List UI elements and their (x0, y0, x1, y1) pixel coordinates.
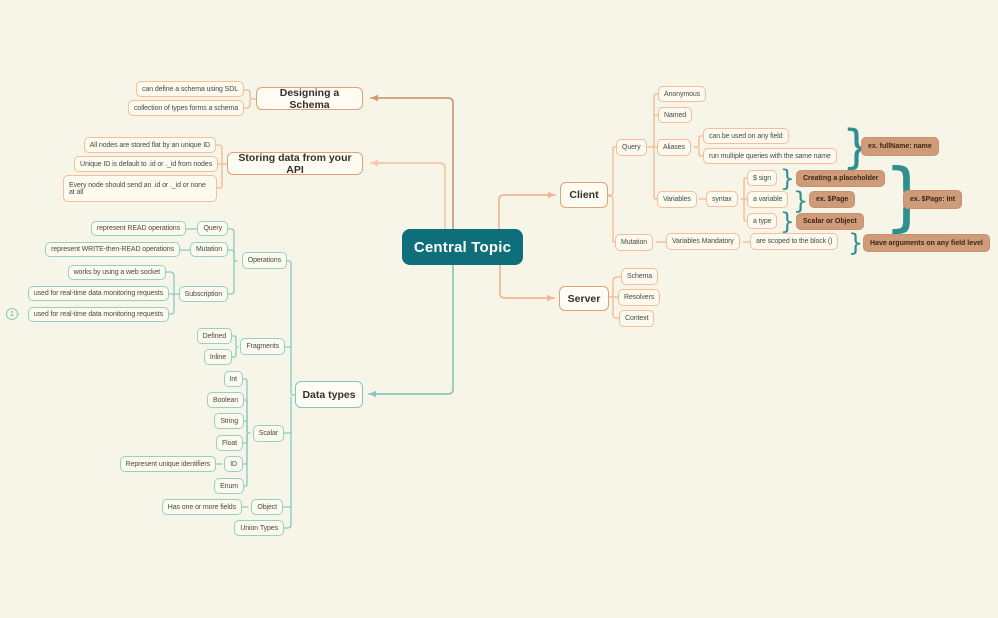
node-creating-placeholder[interactable]: Creating a placeholder (796, 170, 886, 187)
node-union-types[interactable]: Union Types (234, 520, 284, 536)
node-run-multiple-queries[interactable]: run multiple queries with the same name (703, 148, 837, 164)
arrowhead-icon (548, 191, 555, 199)
priority-badge[interactable]: 1 (6, 308, 18, 320)
node-represent-unique-ids[interactable]: Represent unique identifiers (119, 456, 216, 472)
node-variables[interactable]: Variables (657, 191, 697, 208)
node-dollar-sign[interactable]: $ sign (747, 170, 778, 186)
node-query-left[interactable]: Query (197, 221, 228, 236)
node-has-one-or-more-fields[interactable]: Has one or more fields (161, 499, 242, 515)
node-scalar[interactable]: Scalar (252, 425, 284, 442)
connector (168, 294, 175, 315)
node-string[interactable]: String (214, 413, 244, 429)
node-aliases[interactable]: Aliases (657, 139, 691, 156)
connector (607, 276, 622, 298)
connector (286, 260, 296, 396)
node-ex-page[interactable]: ex. $Page (809, 191, 856, 208)
node-server[interactable]: Server (559, 286, 609, 311)
connector (243, 99, 251, 109)
connector (227, 261, 235, 295)
brace-icon: } (793, 187, 809, 215)
node-anonymous[interactable]: Anonymous (658, 86, 707, 102)
connector (283, 396, 292, 529)
connector (370, 162, 446, 230)
node-ex-page-int[interactable]: ex. $Page: Int (903, 190, 963, 209)
brace-icon: } (780, 166, 795, 192)
node-a-type[interactable]: a type (747, 213, 778, 229)
connector (693, 135, 704, 148)
connector (499, 264, 555, 299)
node-represent-write[interactable]: represent WRITE-then-READ operations (45, 242, 180, 257)
connector (231, 347, 237, 358)
arrowhead-icon (371, 159, 378, 167)
connector (231, 335, 239, 348)
node-ex-fullname[interactable]: ex. fullName: name (861, 137, 939, 156)
connector (743, 199, 748, 222)
node-int[interactable]: Int (223, 371, 243, 387)
node-can-be-used-any-field[interactable]: can be used on any field (703, 128, 789, 144)
node-can-define-sdl[interactable]: can define a schema using SDL (136, 81, 244, 97)
connector (647, 93, 659, 148)
node-inline[interactable]: Inline (203, 349, 232, 365)
node-resolvers[interactable]: Resolvers (618, 289, 661, 306)
connector (740, 177, 748, 200)
arrowhead-icon (547, 294, 554, 302)
node-unique-id-default[interactable]: Unique ID is default to .id or ._id from… (74, 156, 218, 172)
node-realtime-monitoring-1[interactable]: used for real-time data monitoring reque… (27, 286, 169, 301)
node-web-socket[interactable]: works by using a web socket (67, 265, 166, 280)
node-boolean[interactable]: Boolean (207, 392, 244, 408)
arrowhead-icon (369, 390, 376, 398)
node-variables-mandatory[interactable]: Variables Mandatory (666, 233, 740, 250)
node-collection-of-types[interactable]: collection of types forms a schema (128, 100, 244, 116)
node-every-node-send[interactable]: Every node should send an .id or ._id or… (63, 175, 217, 202)
node-object[interactable]: Object (251, 499, 283, 515)
node-mutation-right[interactable]: Mutation (615, 234, 654, 251)
connector (498, 194, 556, 230)
node-fragments[interactable]: Fragments (240, 338, 285, 355)
connector (243, 399, 248, 433)
node-central-topic[interactable]: Central Topic (402, 229, 523, 265)
connector (653, 147, 658, 200)
arrowhead-icon (371, 94, 378, 102)
node-schema-server[interactable]: Schema (621, 268, 659, 285)
node-client[interactable]: Client (560, 182, 608, 208)
node-have-arguments[interactable]: Have arguments on any field level (863, 234, 990, 252)
connector (243, 420, 248, 433)
node-context[interactable]: Context (619, 310, 655, 327)
connector (606, 146, 617, 196)
connector (606, 195, 616, 243)
node-scalar-or-object[interactable]: Scalar or Object (796, 213, 864, 230)
connector (165, 271, 175, 294)
node-storing-data-api[interactable]: Storing data from your API (227, 152, 363, 176)
node-scoped-to-block[interactable]: are scoped to the block () (750, 233, 839, 250)
connector (612, 297, 620, 319)
node-subscription[interactable]: Subscription (178, 286, 228, 302)
node-syntax[interactable]: syntax (706, 191, 738, 207)
node-operations[interactable]: Operations (241, 252, 287, 269)
node-realtime-monitoring-2[interactable]: used for real-time data monitoring reque… (27, 307, 169, 322)
connector (227, 249, 235, 261)
node-represent-read[interactable]: represent READ operations (90, 221, 186, 236)
node-id[interactable]: ID (224, 456, 243, 472)
node-mutation-left[interactable]: Mutation (189, 242, 228, 257)
node-named[interactable]: Named (658, 107, 693, 123)
node-defined[interactable]: Defined (196, 328, 232, 344)
node-designing-a-schema[interactable]: Designing a Schema (256, 87, 363, 111)
connector (370, 97, 454, 230)
node-enum[interactable]: Enum (214, 478, 244, 494)
node-a-variable[interactable]: a variable (747, 191, 789, 208)
brace-icon: } (848, 229, 864, 257)
node-all-nodes-flat[interactable]: All nodes are stored flat by an unique I… (83, 137, 216, 153)
connector (227, 228, 238, 262)
connector (216, 164, 223, 189)
node-query-right[interactable]: Query (616, 139, 647, 156)
connector (698, 147, 704, 157)
connector (215, 144, 223, 164)
connector (243, 89, 257, 100)
brace-icon: } (780, 209, 795, 235)
connector (243, 433, 248, 487)
connector (368, 264, 454, 395)
node-float[interactable]: Float (215, 435, 243, 451)
node-data-types[interactable]: Data types (295, 381, 363, 408)
